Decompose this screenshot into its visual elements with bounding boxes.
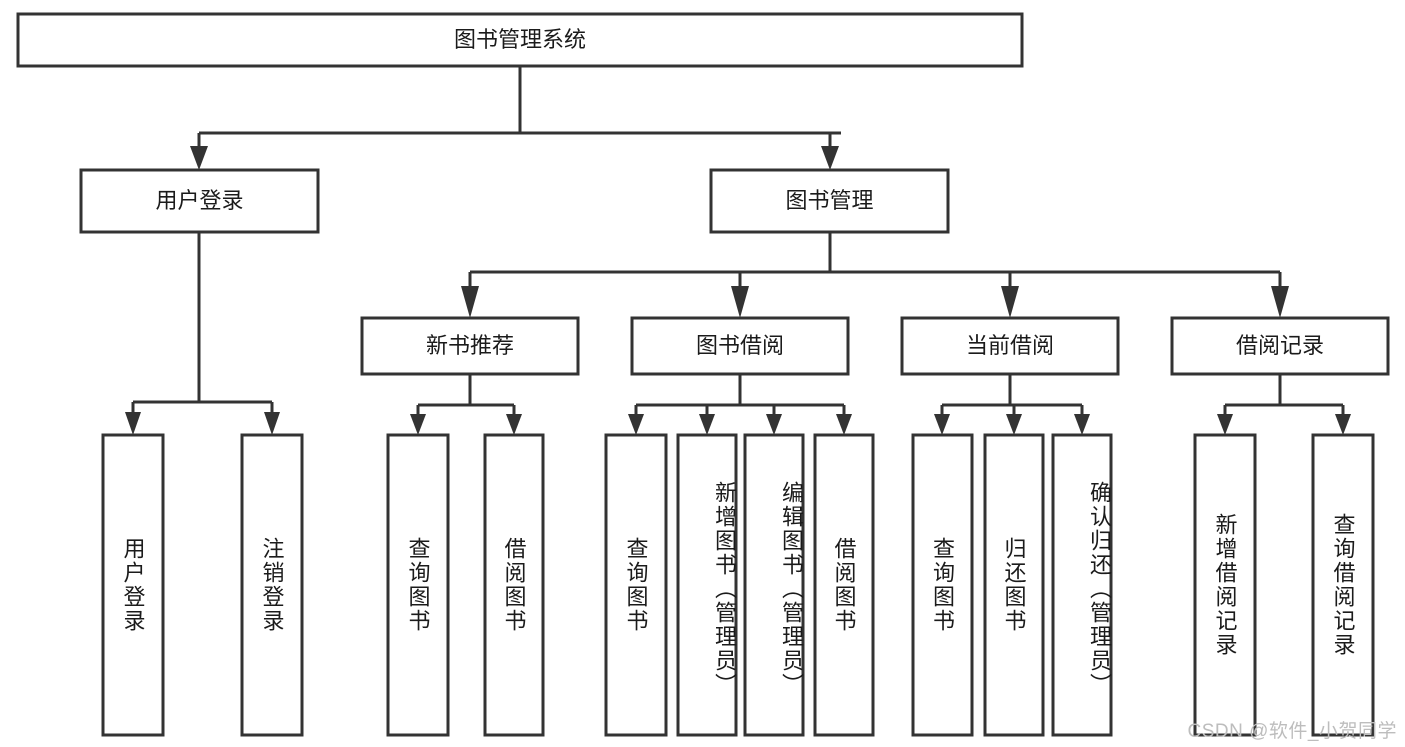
node-borrow-record-box[interactable] [1170, 316, 1390, 376]
node-current-borrow-label: 当前借阅 [966, 333, 1054, 358]
node-user-login-label: 用户登录 [155, 188, 243, 213]
arrow-to-new-book-rec [461, 286, 479, 318]
arrow-leaf-add-book [699, 414, 715, 435]
arrow-leaf-query-record [1335, 414, 1351, 435]
node-leaf-user-logout-box[interactable] [240, 433, 304, 737]
node-leaf-query-book-3-box[interactable] [911, 433, 974, 737]
node-user-login-box[interactable] [79, 168, 320, 234]
node-leaf-add-book-box[interactable] [676, 433, 738, 737]
node-leaf-query-book-2-box[interactable] [604, 433, 668, 737]
node-book-manage-label: 图书管理 [785, 188, 873, 213]
node-book-borrow-label: 图书借阅 [696, 333, 784, 358]
node-new-book-rec-box[interactable] [360, 316, 580, 376]
arrow-to-book-manage [821, 146, 839, 170]
node-leaf-add-record-box[interactable] [1193, 433, 1257, 737]
arrow-leaf-add-record [1217, 414, 1233, 435]
arrow-leaf-user-logout [264, 412, 280, 435]
arrow-to-current-borrow [1001, 286, 1019, 318]
arrow-leaf-return-book [1006, 414, 1022, 435]
connector-layer [125, 66, 1351, 435]
node-new-book-rec-label: 新书推荐 [426, 333, 514, 358]
arrow-leaf-borrow-book-2 [836, 414, 852, 435]
arrow-to-user-login [190, 146, 208, 170]
node-root-box[interactable] [16, 12, 1024, 68]
node-leaf-return-book-box[interactable] [983, 433, 1045, 737]
arrow-leaf-confirm-return [1074, 414, 1090, 435]
node-leaf-borrow-book-2-box[interactable] [813, 433, 875, 737]
csdn-watermark: CSDN @软件_小贺同学 [1187, 721, 1397, 742]
arrow-leaf-query-book-2 [628, 414, 644, 435]
node-leaf-user-login-box[interactable] [101, 433, 165, 737]
node-leaf-edit-book-box[interactable] [743, 433, 805, 737]
arrow-leaf-edit-book [766, 414, 782, 435]
arrow-leaf-query-book-3 [934, 414, 950, 435]
node-leaf-query-book-1-box[interactable] [386, 433, 450, 737]
node-root-label: 图书管理系统 [454, 27, 586, 52]
arrow-to-borrow-record [1271, 286, 1289, 318]
arrow-leaf-query-book-1 [410, 414, 426, 435]
arrow-to-book-borrow [731, 286, 749, 318]
node-book-borrow-box[interactable] [630, 316, 850, 376]
node-leaf-query-record-box[interactable] [1311, 433, 1375, 737]
node-leaf-confirm-return-box[interactable] [1051, 433, 1113, 737]
node-book-manage-box[interactable] [709, 168, 950, 234]
arrow-leaf-user-login [125, 412, 141, 435]
node-layer: 图书管理系统 用户登录 图书管理 新书推荐 图书借阅 当前借阅 借阅记录 [16, 12, 1390, 737]
node-borrow-record-label: 借阅记录 [1236, 333, 1324, 358]
arrow-leaf-borrow-book-1 [506, 414, 522, 435]
node-current-borrow-box[interactable] [900, 316, 1120, 376]
node-leaf-borrow-book-1-box[interactable] [483, 433, 545, 737]
